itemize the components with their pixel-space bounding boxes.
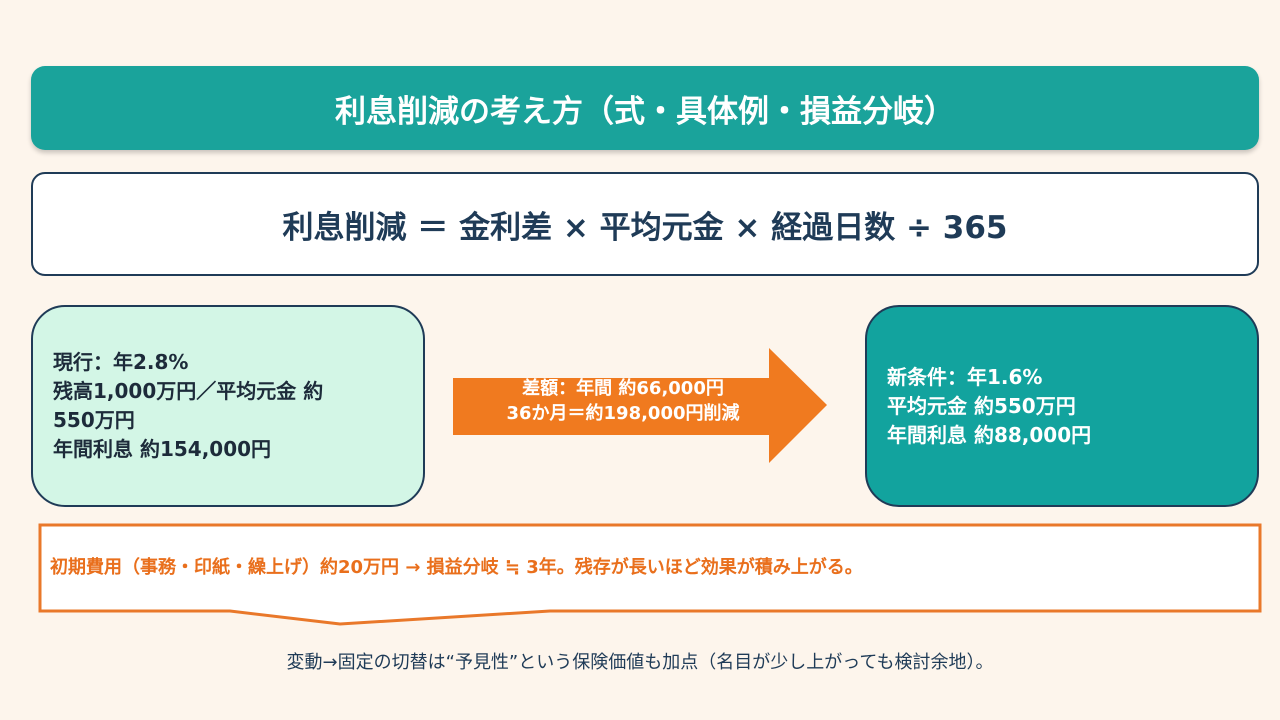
arrow-right-icon (453, 348, 827, 463)
new-line: 年間利息 約88,000円 (887, 422, 1092, 447)
callout-shape (38, 523, 1262, 626)
new-conditions-box: 新条件：年1.6% 平均元金 約550万円 年間利息 約88,000円 (865, 305, 1259, 507)
breakeven-callout: 初期費用（事務・印紙・繰上げ）約20万円 → 損益分岐 ≒ 3年。残存が長いほど… (50, 557, 863, 578)
difference-line: 差額：年間 約66,000円 (522, 378, 724, 399)
difference-label: 差額：年間 約66,000円 36か月＝約198,000円削減 (453, 376, 793, 426)
current-line: 550万円 (53, 408, 135, 432)
new-line: 新条件：年1.6% (887, 364, 1043, 389)
page-title: 利息削減の考え方（式・具体例・損益分岐） (31, 66, 1259, 150)
formula: 利息削減 ＝ 金利差 × 平均元金 × 経過日数 ÷ 365 (31, 172, 1259, 276)
new-line: 平均元金 約550万円 (887, 393, 1076, 418)
current-line: 現行：年2.8% (53, 350, 189, 374)
current-conditions-box: 現行：年2.8% 残高1,000万円／平均元金 約 550万円 年間利息 約15… (31, 305, 425, 507)
current-line: 年間利息 約154,000円 (53, 437, 272, 461)
difference-line: 36か月＝約198,000円削減 (506, 403, 740, 424)
current-line: 残高1,000万円／平均元金 約 (53, 379, 324, 403)
footnote: 変動→固定の切替は“予見性”という保険価値も加点（名目が少し上がっても検討余地）… (286, 652, 994, 673)
